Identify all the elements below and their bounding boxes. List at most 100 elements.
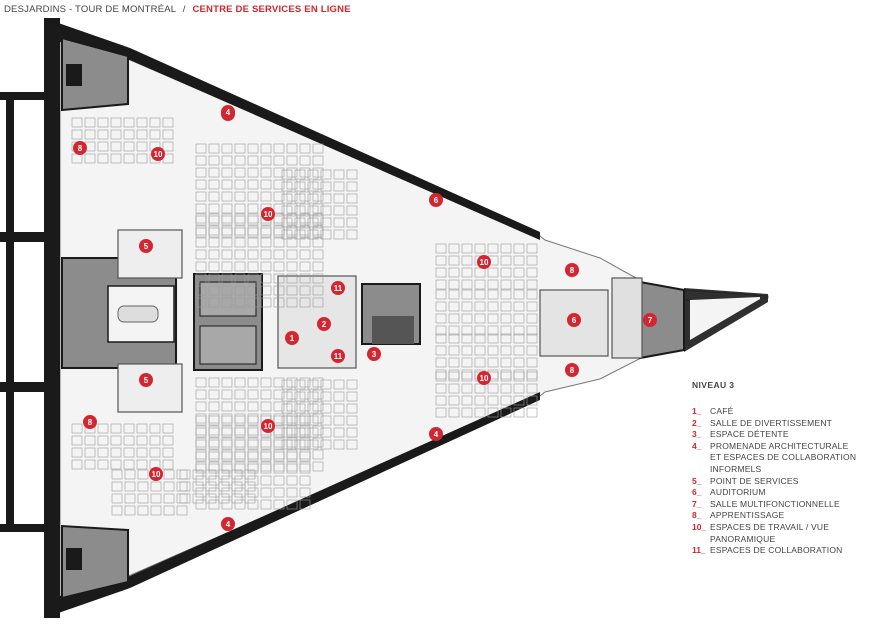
zone-marker-circle	[221, 517, 235, 531]
zone-marker-circle	[567, 313, 581, 327]
north-wall	[44, 18, 540, 240]
north-corner-block	[61, 36, 129, 112]
zone-marker: 8	[565, 363, 579, 377]
zone-marker-label: 8	[570, 366, 575, 375]
zone-marker-label: 6	[572, 316, 577, 325]
legend-item-label: APPRENTISSAGE	[710, 510, 785, 521]
legend-item: 11_ESPACES DE COLLABORATION	[692, 545, 860, 557]
zone-marker: 8	[565, 263, 579, 277]
legend-item: 4_PROMENADE ARCHITECTURALE ET ESPACES DE…	[692, 441, 860, 476]
zone-marker-circle	[73, 141, 87, 155]
zone-marker-label: 10	[480, 258, 489, 267]
zone-marker-label: 2	[322, 320, 327, 329]
south-corner-block	[61, 524, 129, 600]
legend-item: 8_ APPRENTISSAGE	[692, 510, 860, 522]
legend: NIVEAU 3 1_ CAFÉ 2_ SALLE DE DIVERTISSEMENT…	[692, 380, 860, 557]
zone-marker: 4	[429, 427, 443, 441]
breadcrumb-project: DESJARDINS - TOUR DE MONTRÉAL	[4, 4, 176, 15]
zone-marker: 5	[139, 373, 153, 387]
zone-marker: 11	[331, 349, 345, 363]
legend-item-number: 2_	[692, 417, 702, 428]
zone-marker: 10	[477, 371, 491, 385]
legend-item-label: CAFÉ	[710, 406, 734, 416]
zone-marker-circle	[331, 281, 345, 295]
legend-item-number: 8_	[692, 510, 702, 521]
zone-marker-label: 10	[264, 422, 273, 431]
zone-marker-label: 4	[226, 108, 231, 117]
zone-marker: 7	[643, 313, 657, 327]
zone-marker-circle	[139, 239, 153, 253]
legend-item: 1_ CAFÉ	[692, 406, 860, 418]
zone-marker-label: 6	[434, 196, 439, 205]
zone-marker-label: 8	[78, 144, 83, 153]
zone-marker-circle	[565, 263, 579, 277]
zone-marker-circle	[151, 147, 165, 161]
legend-item-label: AUDITORIUM	[710, 487, 766, 498]
zone-marker: 6	[567, 313, 581, 327]
zone-marker-circle	[477, 371, 491, 385]
zone-marker: 5	[139, 239, 153, 253]
zone-marker: 8	[73, 141, 87, 155]
legend-item: 5_ POINT DE SERVICES	[692, 476, 860, 488]
zone-marker-circle	[261, 419, 275, 433]
zone-marker-circle	[149, 467, 163, 481]
zone-marker-label: 10	[264, 210, 273, 219]
zone-marker-circle	[367, 347, 381, 361]
zone-marker: 2	[317, 317, 331, 331]
zone-marker: 1	[285, 331, 299, 345]
zone-marker: 6	[429, 193, 443, 207]
zone-marker-label: 10	[152, 470, 161, 479]
legend-item-label: POINT DE SERVICES	[710, 475, 799, 486]
west-edge-mullion	[6, 92, 14, 532]
legend-item: 10_ESPACES DE TRAVAIL / VUE PANORAMIQUE	[692, 522, 860, 545]
zone-marker: 8	[83, 415, 97, 429]
legend-item-number: 4_	[692, 440, 702, 451]
legend-item: 2_ SALLE DE DIVERTISSEMENT	[692, 418, 860, 430]
zone-marker-circle	[261, 207, 275, 221]
breadcrumb-section: CENTRE DE SERVICES EN LIGNE	[192, 4, 351, 15]
zone-marker-label: 4	[226, 520, 231, 529]
zone-marker-label: 1	[290, 334, 295, 343]
zone-marker-circle	[331, 349, 345, 363]
zone-marker-label: 10	[480, 374, 489, 383]
legend-item-number: 1_	[692, 406, 702, 416]
legend-item-number: 5_	[692, 475, 702, 486]
zone-marker: 3	[367, 347, 381, 361]
zone-marker-label: 8	[570, 266, 575, 275]
legend-item-number: 3_	[692, 429, 702, 440]
legend-item-number: 10_	[692, 521, 707, 532]
legend-title: NIVEAU 3	[692, 380, 735, 390]
zone-marker-circle	[285, 331, 299, 345]
zone-marker-circle	[429, 193, 443, 207]
zone-marker-label: 5	[144, 242, 149, 251]
legend-item: 6_AUDITORIUM	[692, 487, 860, 499]
legend-item-label: ESPACES DE TRAVAIL / VUE PANORAMIQUE	[710, 521, 830, 544]
workstation-grid	[71, 117, 538, 516]
zone-marker: 10	[149, 467, 163, 481]
zone-marker: 4	[221, 517, 235, 531]
zone-marker-label: 4	[434, 430, 439, 439]
zone-marker-circle	[477, 255, 491, 269]
zone-marker: 10	[477, 255, 491, 269]
zone-marker: 4	[221, 105, 235, 119]
legend-item: 3_ ESPACE DÉTENTE	[692, 429, 860, 441]
zone-marker-label: 5	[144, 376, 149, 385]
zone-marker-circle	[317, 317, 331, 331]
south-wall	[44, 392, 540, 618]
zone-marker-circle	[221, 105, 235, 119]
zone-marker-circle	[139, 373, 153, 387]
zone-marker: 10	[261, 207, 275, 221]
legend-item-number: 7_	[692, 498, 702, 509]
zone-marker-label: 11	[334, 352, 343, 361]
legend-item: 7_SALLE MULTIFONCTIONNELLE	[692, 499, 860, 511]
zone-marker-circle	[83, 415, 97, 429]
legend-item-label: SALLE DE DIVERTISSEMENT	[710, 417, 833, 428]
breadcrumb: DESJARDINS - TOUR DE MONTRÉAL / CENTRE D…	[4, 4, 351, 15]
zone-marker: 11	[331, 281, 345, 295]
zone-marker-label: 7	[648, 316, 653, 325]
zone-marker-label: 3	[372, 350, 377, 359]
legend-item-label: ESPACE DÉTENTE	[710, 429, 789, 440]
zone-marker-label: 8	[88, 418, 93, 427]
zone-marker-circle	[429, 427, 443, 441]
